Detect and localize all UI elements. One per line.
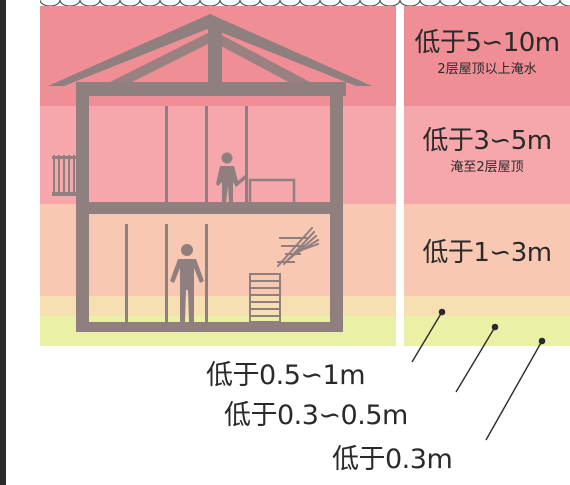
scallop-arc	[459, 0, 481, 6]
scallop-arc	[40, 0, 61, 6]
person-icon	[216, 152, 248, 202]
leader-dot-under-0-3m	[538, 337, 546, 345]
scalloped-top-edge	[40, 0, 570, 6]
leader-dot-0-3-0-5m	[491, 323, 499, 331]
leader-line-0-5-1m	[411, 311, 443, 363]
leader-line-0-3-0-5m	[455, 326, 496, 393]
scallop-arc	[59, 0, 81, 6]
scallop-arc	[79, 0, 101, 6]
scallop-arc	[339, 0, 361, 6]
scallop-arc	[279, 0, 301, 6]
scallop-arc	[119, 0, 141, 6]
scallop-arc	[139, 0, 161, 6]
legend-sublabel-5-10m: 2层屋顶以上淹水	[437, 62, 537, 77]
scallop-arc	[539, 0, 561, 6]
legend-sublabel-3-5m: 淹至2层屋顶	[450, 160, 524, 175]
scallop-arc	[159, 0, 181, 6]
scallop-arc	[439, 0, 461, 6]
scallop-arc	[519, 0, 541, 6]
person-icon	[170, 244, 204, 322]
legend-panel: 低于5∽10m 2层屋顶以上淹水 低于3∽5m 淹至2层屋顶 低于1∽3m	[404, 6, 570, 346]
left-border-rule	[0, 0, 6, 485]
scallop-arc	[199, 0, 221, 6]
legend-band-0-5-1m	[404, 296, 570, 316]
scallop-arc	[419, 0, 441, 6]
scallop-arc	[299, 0, 321, 6]
legend-label-1-3m: 低于1∽3m	[422, 238, 552, 268]
scallop-arc	[379, 0, 401, 6]
leader-line-under-0-3m	[485, 340, 543, 441]
callout-label-0-3-0-5m: 低于0.3∽0.5m	[224, 400, 408, 431]
scallop-arc	[499, 0, 521, 6]
legend-label-5-10m: 低于5∽10m	[414, 28, 560, 58]
legend-band-1-3m	[404, 204, 570, 296]
scallop-arc	[359, 0, 381, 6]
leader-dot-0-5-1m	[438, 308, 446, 316]
scallop-arc	[179, 0, 201, 6]
scallop-arc	[479, 0, 501, 6]
scallop-arc	[319, 0, 341, 6]
scallop-arc	[259, 0, 281, 6]
scallop-arc	[239, 0, 261, 6]
legend-label-3-5m: 低于3∽5m	[422, 126, 552, 156]
callout-label-0-5-1m: 低于0.5∽1m	[206, 360, 366, 391]
scallop-arc	[399, 0, 421, 6]
band-0-5-1m	[40, 296, 396, 316]
callout-label-under-0-3m: 低于0.3m	[332, 444, 453, 475]
staircase-icon	[249, 226, 320, 323]
scallop-arc	[219, 0, 241, 6]
scallop-arc	[99, 0, 121, 6]
legend-band-5-10m	[404, 6, 570, 106]
legend-band-3-5m	[404, 106, 570, 204]
house-cross-section-icon	[48, 14, 372, 332]
scallop-arc	[559, 0, 570, 6]
